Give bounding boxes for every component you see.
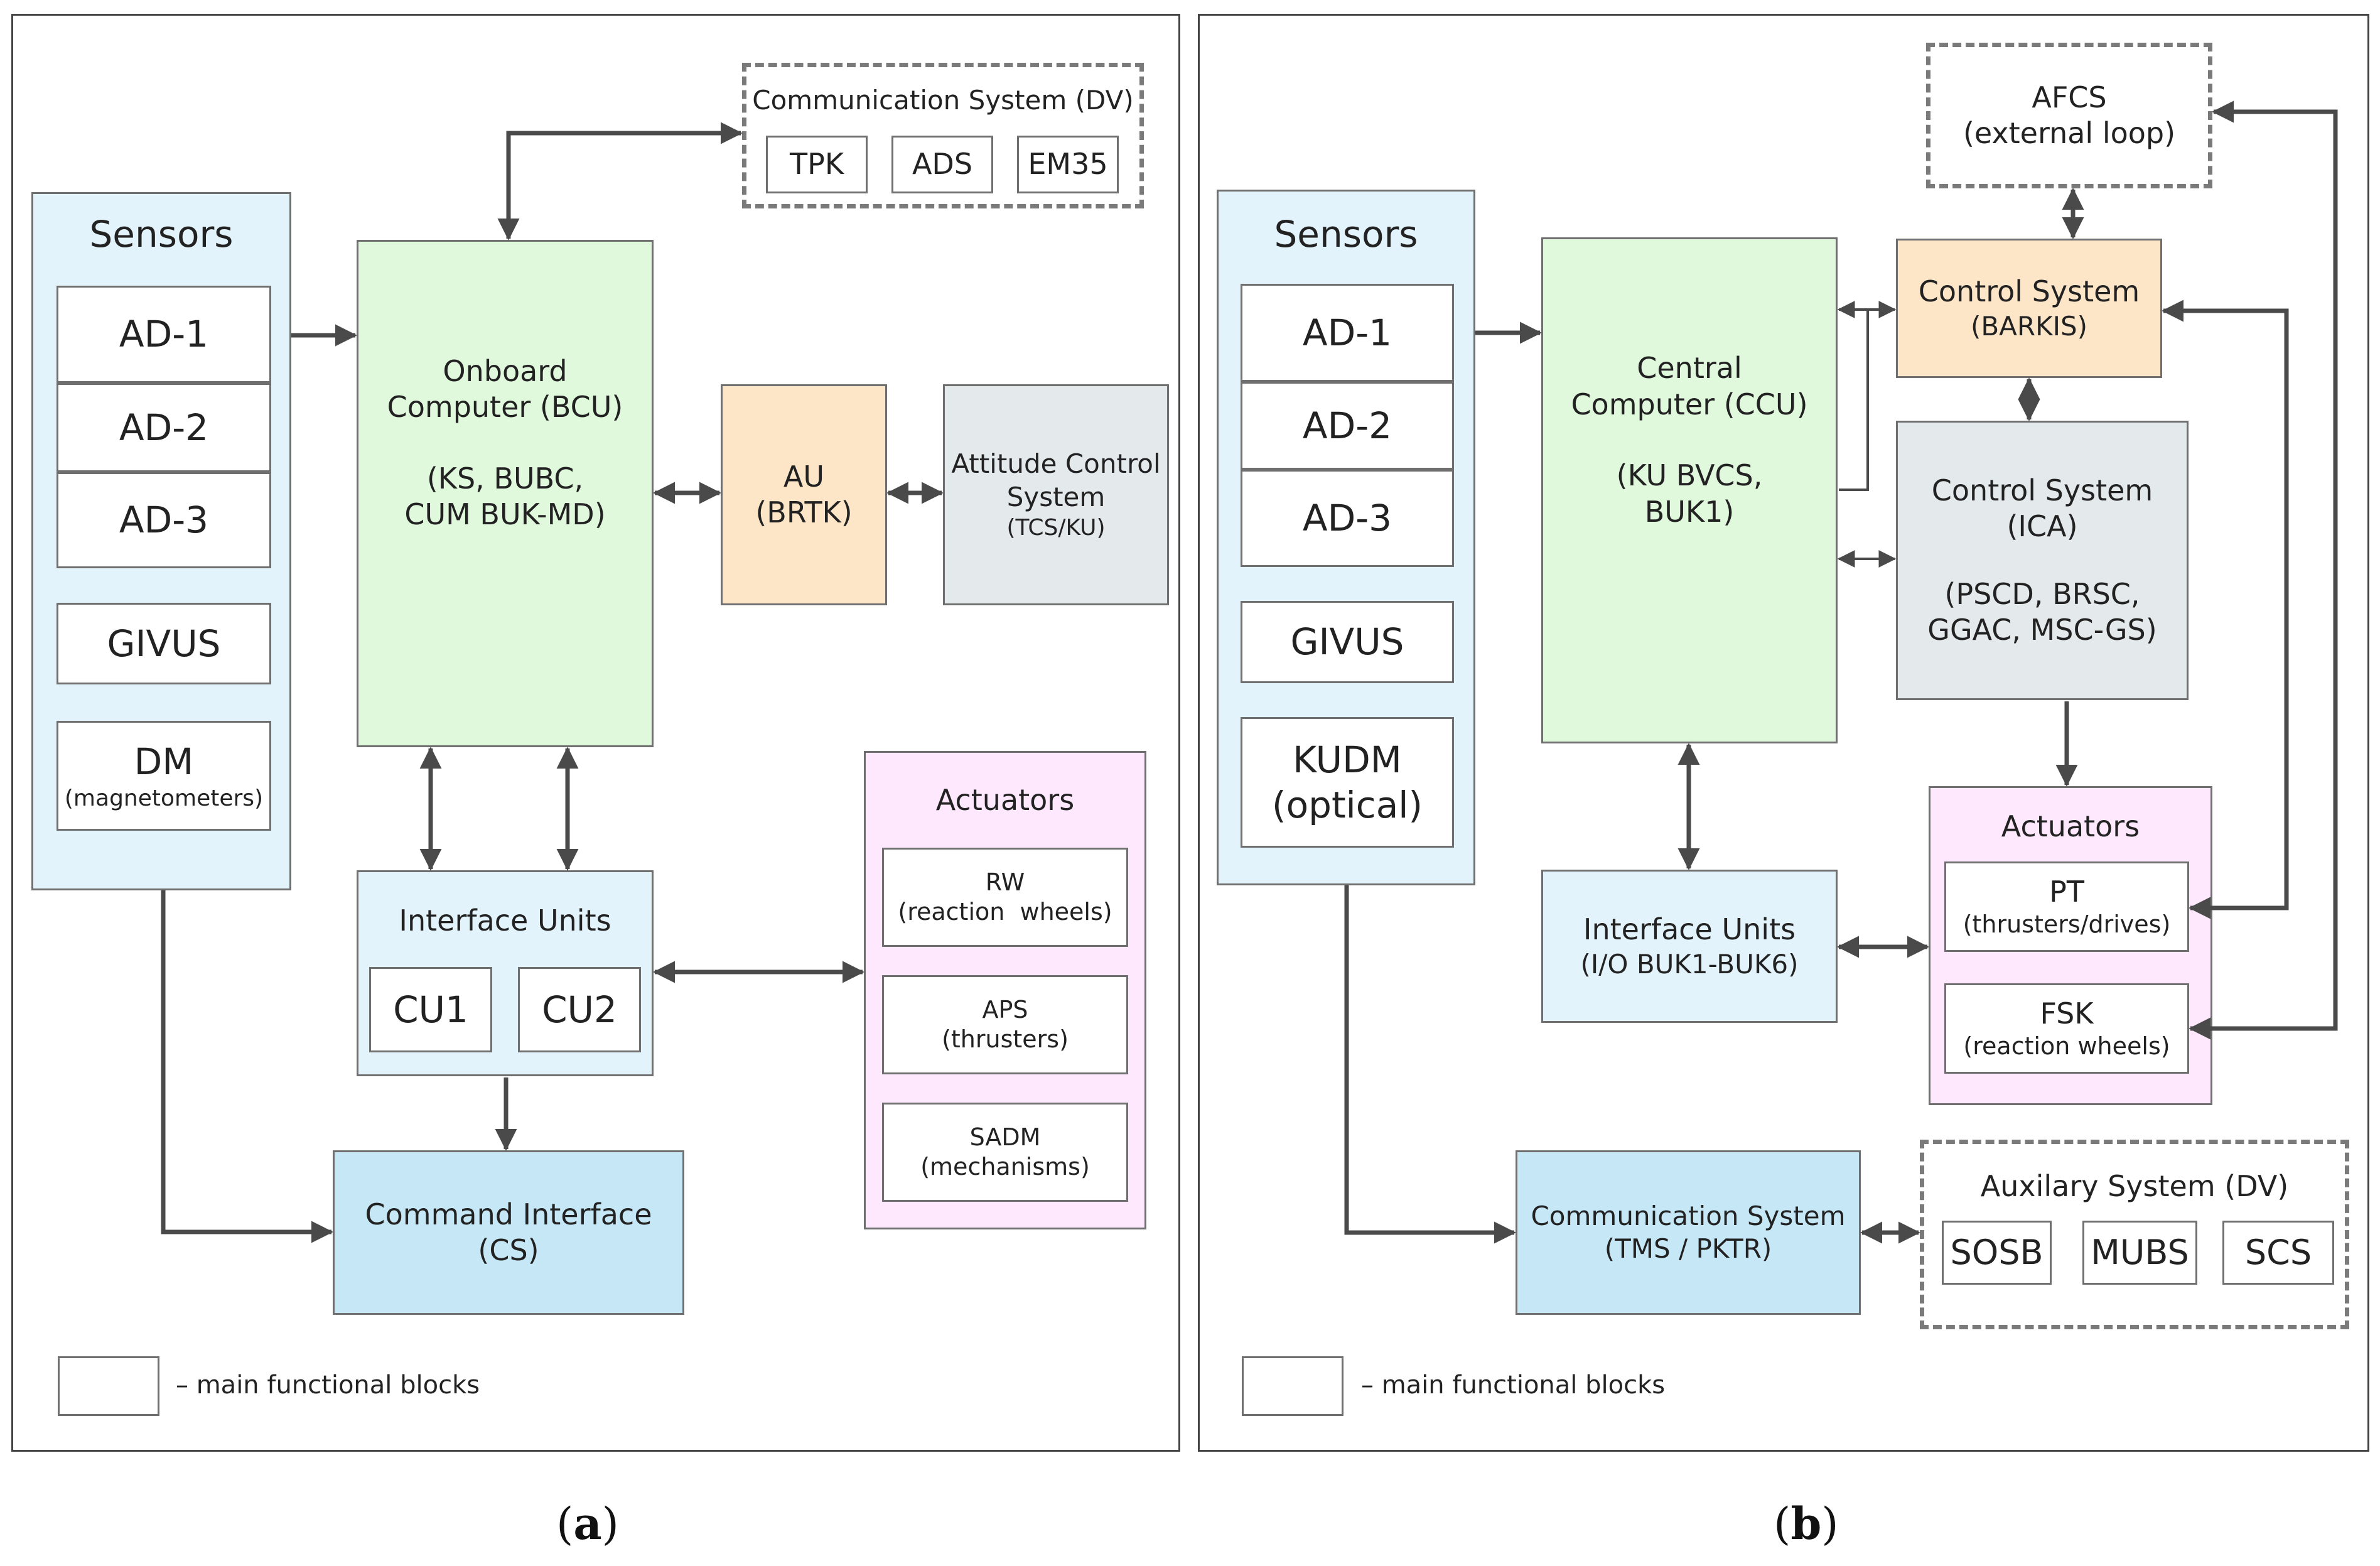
panel-a-interface-title: Interface Units [399, 904, 611, 937]
panel-a-sensor-dm: DM (magnetometers) [57, 721, 271, 831]
panel-b-legend-text: – main functional blocks [1361, 1371, 1666, 1400]
panel-b-control-system-ica: Control System (ICA) (PSCD, BRSC, GGAC, … [1896, 421, 2189, 700]
panel-a-legend-swatch [58, 1356, 159, 1416]
panel-a-comm-tpk: TPK [766, 136, 868, 193]
panel-a-sensor-givus: GIVUS [57, 603, 271, 684]
panel-a-actuators-title: Actuators [935, 783, 1075, 817]
panel-a-command-interface: Command Interface (CS) [333, 1150, 684, 1315]
panel-b-sensor-kudm: KUDM (optical) [1241, 717, 1454, 848]
panel-a-onboard-computer: Onboard Computer (BCU) (KS, BUBC, CUM BU… [357, 240, 654, 747]
panel-a-comm-em35: EM35 [1017, 136, 1119, 193]
panel-a-cu2: CU2 [518, 967, 641, 1052]
panel-a-sensor-ad3: AD-3 [57, 472, 271, 568]
panel-a-sensor-ad1: AD-1 [57, 286, 271, 383]
panel-a-au-brtk: AU (BRTK) [721, 384, 887, 605]
panel-b-actuator-pt: PT (thrusters/drives) [1944, 861, 2189, 952]
panel-a-actuator-aps: APS (thrusters) [882, 975, 1128, 1074]
panel-b-sensor-ad2: AD-2 [1241, 382, 1454, 470]
panel-b-aux-scs: SCS [2222, 1221, 2334, 1285]
panel-b-afcs: AFCS (external loop) [1926, 43, 2212, 188]
panel-b-sensors-title: Sensors [1274, 213, 1418, 256]
panel-a-attitude-control-system: Attitude Control System (TCS/KU) [943, 384, 1169, 605]
panel-b-sensor-ad3: AD-3 [1241, 470, 1454, 567]
panel-a-actuator-rw: RW (reaction wheels) [882, 848, 1128, 947]
panel-b-aux-sosb: SOSB [1942, 1221, 2052, 1285]
panel-b-aux-mubs: MUBS [2082, 1221, 2197, 1285]
panel-b-control-system-barkis: Control System (BARKIS) [1896, 239, 2162, 378]
panel-a-caption: (a) [556, 1498, 619, 1550]
panel-b-caption: (b) [1774, 1498, 1839, 1550]
panel-a-sensors-title: Sensors [89, 213, 234, 256]
panel-b-sensor-ad1: AD-1 [1241, 284, 1454, 382]
panel-a-comm-title: Communication System (DV) [752, 85, 1134, 116]
panel-a-actuator-sadm: SADM (mechanisms) [882, 1103, 1128, 1202]
panel-a-sensor-ad2: AD-2 [57, 383, 271, 472]
panel-b-actuators-title: Actuators [2001, 809, 2140, 843]
panel-b-legend-swatch [1242, 1356, 1343, 1416]
panel-a-cu1: CU1 [369, 967, 492, 1052]
panel-b-interface-units: Interface Units (I/O BUK1-BUK6) [1541, 870, 1838, 1023]
panel-b-sensor-givus: GIVUS [1241, 601, 1454, 683]
panel-a-comm-ads: ADS [891, 136, 993, 193]
panel-b-aux-title: Auxilary System (DV) [1980, 1169, 2289, 1203]
panel-b-actuator-fsk: FSK (reaction wheels) [1944, 983, 2189, 1074]
panel-b-central-computer: Central Computer (CCU) (KU BVCS, BUK1) [1541, 237, 1838, 743]
panel-a-legend-text: – main functional blocks [176, 1371, 480, 1400]
panel-b-communication-system: Communication System (TMS / PKTR) [1516, 1150, 1861, 1315]
